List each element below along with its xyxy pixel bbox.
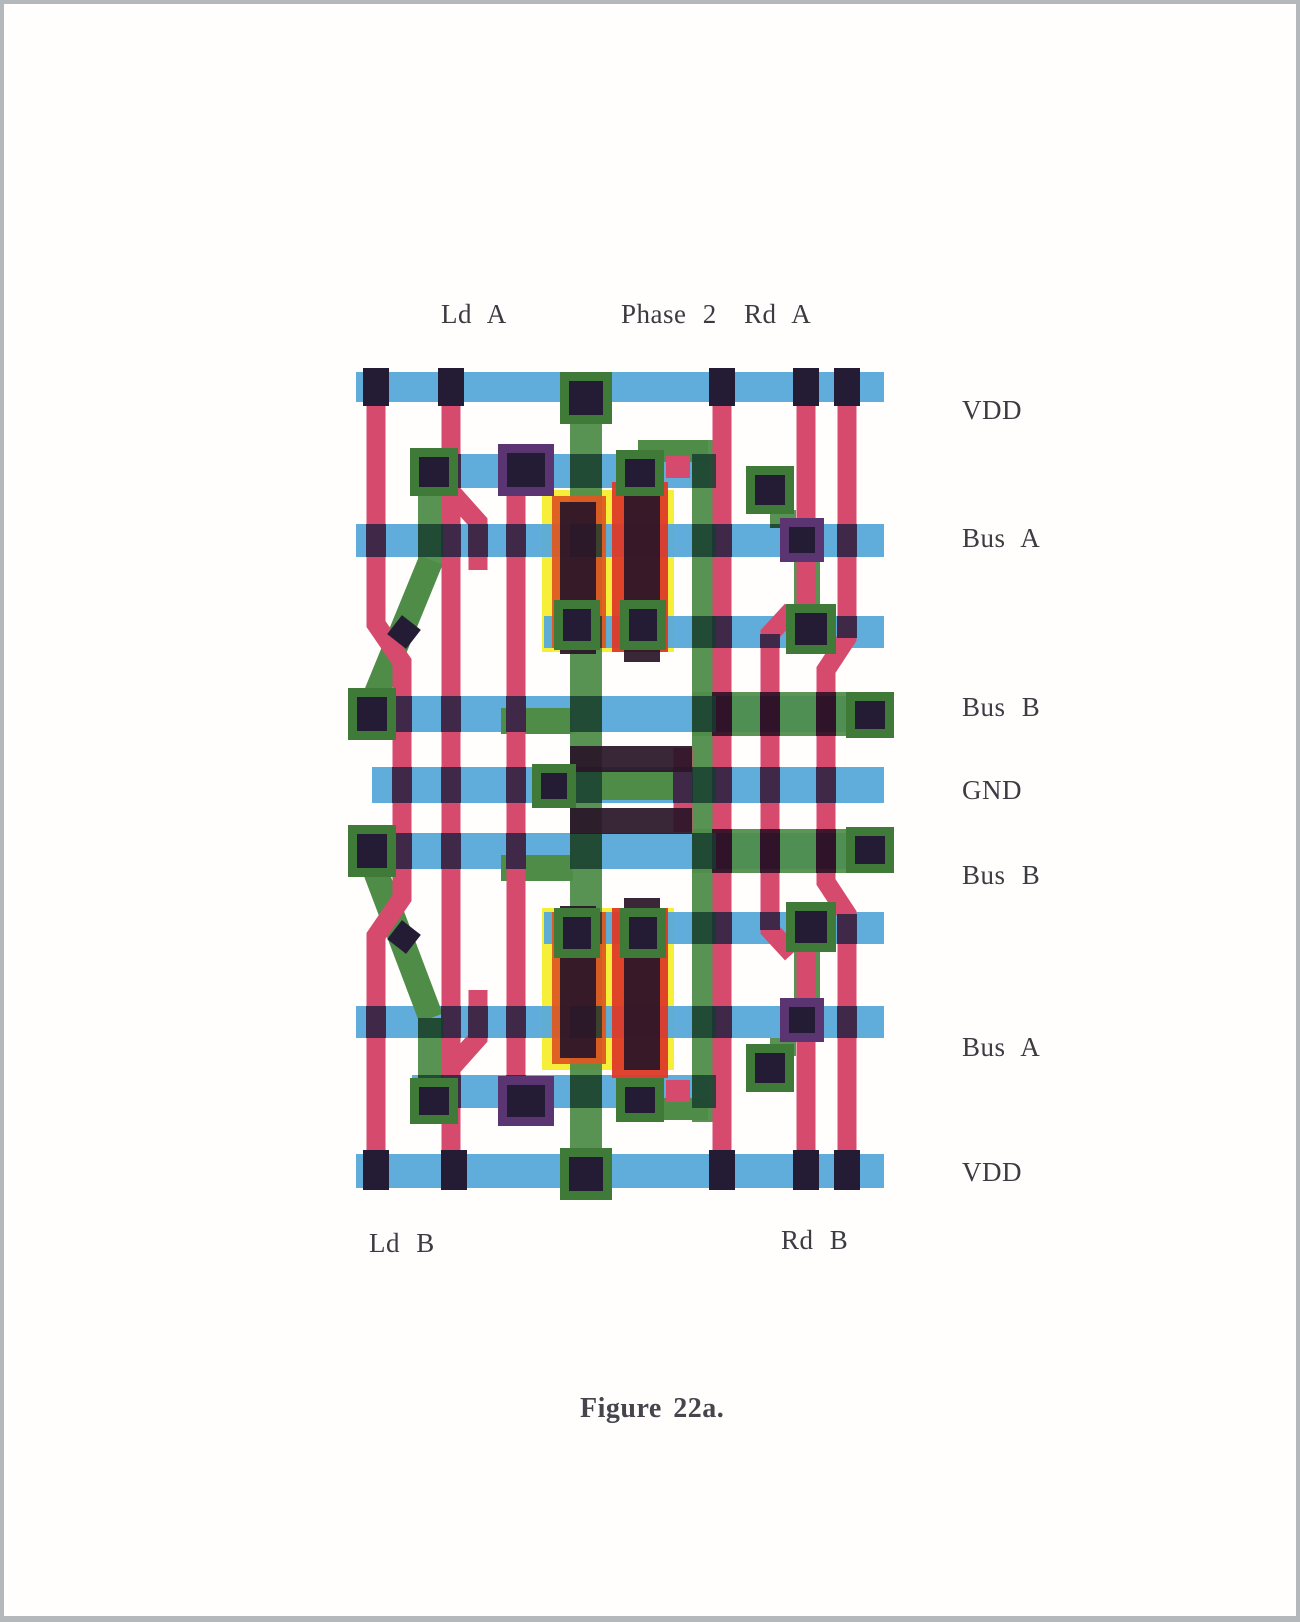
- label-rd-a: Rd A: [744, 299, 812, 329]
- label-gnd: GND: [962, 775, 1022, 805]
- label-phase-2: Phase 2: [621, 299, 717, 329]
- label-rd-b: Rd B: [781, 1225, 849, 1255]
- label-bus-a-bot: Bus A: [962, 1032, 1041, 1062]
- label-vdd-bottom: VDD: [962, 1157, 1022, 1187]
- label-bus-b-bot: Bus B: [962, 860, 1041, 890]
- chip-layout-diagram: [348, 368, 894, 1200]
- label-ld-b: Ld B: [369, 1228, 435, 1258]
- label-bus-b-top: Bus B: [962, 692, 1041, 722]
- label-vdd-top: VDD: [962, 395, 1022, 425]
- page: Ld A Phase 2 Rd A VDD Bus A Bus B GND Bu…: [4, 4, 1296, 1616]
- figure-caption: Figure 22a.: [580, 1393, 725, 1424]
- label-ld-a: Ld A: [441, 299, 507, 329]
- label-bus-a-top: Bus A: [962, 523, 1041, 553]
